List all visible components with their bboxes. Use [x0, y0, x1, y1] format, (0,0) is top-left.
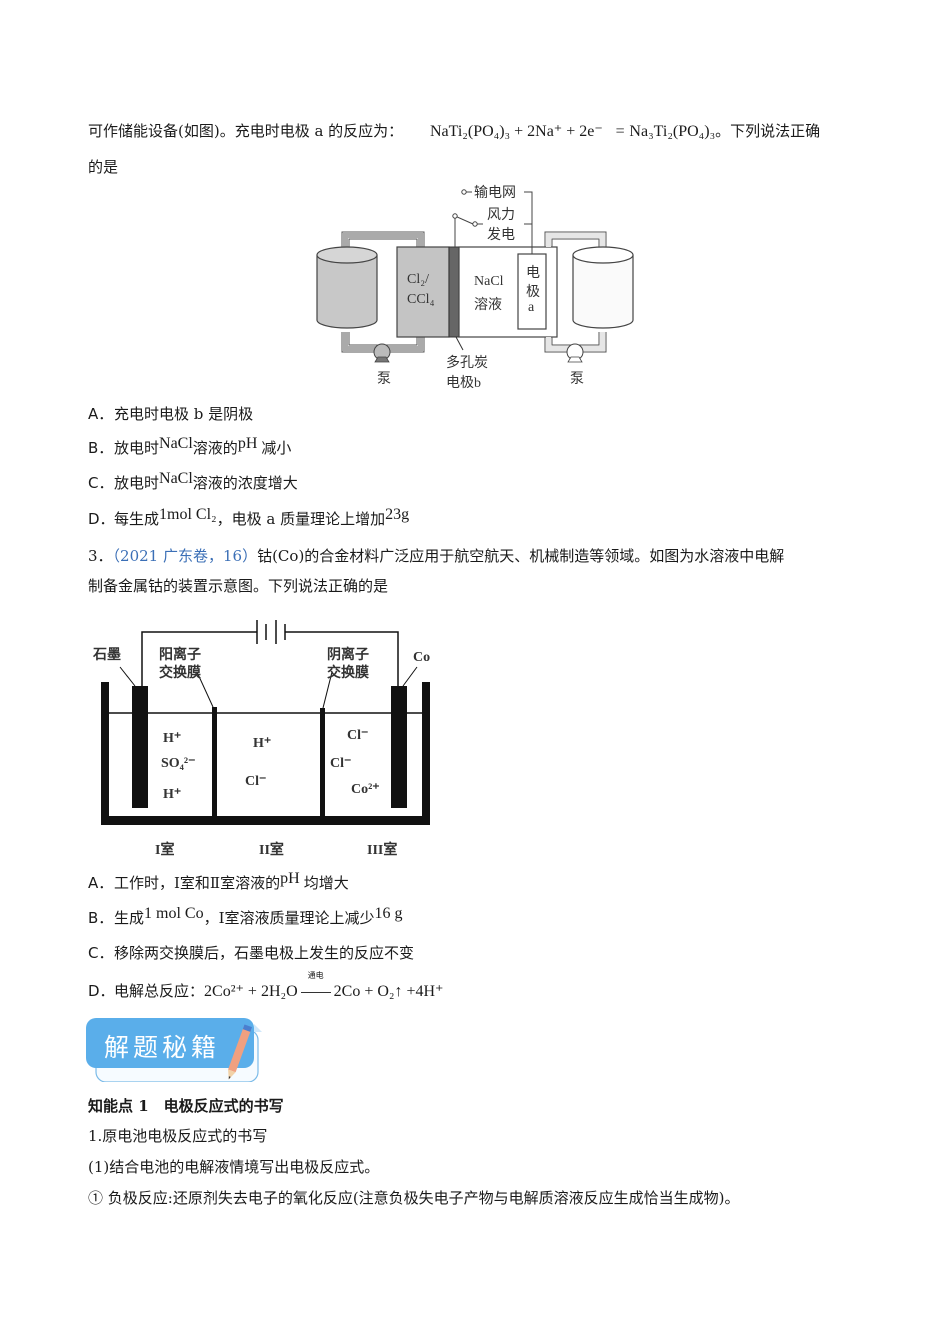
option-letter: B． — [88, 909, 114, 927]
option-text-post: 溶液的浓度增大 — [192, 474, 298, 492]
electrode-b-label-2: 电极b — [446, 376, 481, 391]
equation-condition: 通电 — [307, 971, 324, 980]
option-chem: NaCl — [159, 470, 193, 487]
option-text-mid: ，电极 a 质量理论上增加 — [216, 510, 386, 528]
option-letter: D． — [88, 510, 115, 528]
pump-left-label: 泵 — [377, 372, 391, 387]
room3-ion: Cl⁻ — [347, 728, 369, 743]
option-chem: pH — [280, 870, 300, 887]
q2-intro-tail: 。下列说法正确 — [715, 122, 821, 140]
equation-bar — [300, 991, 331, 993]
option-chem-2: 23g — [385, 506, 410, 523]
cation-membrane-label-1: 阳离子 — [159, 648, 201, 663]
option-chem: 1mol Cl₂ — [159, 506, 217, 523]
option-chem: NaCl — [159, 435, 193, 452]
option-text-pre: 生成 — [114, 909, 145, 927]
q3-text-line1: 钴(Co)的合金材料广泛应用于航空航天、机械制造等领域。如图为水溶液中电解 — [257, 547, 785, 565]
q2-reaction-rhs: Na₃Ti₂(PO₄)₃ — [629, 123, 716, 140]
flow-battery-diagram — [316, 189, 634, 363]
banner-title: 解题秘籍 — [104, 1033, 221, 1062]
option-letter: C． — [88, 474, 114, 492]
nacl-label: NaCl — [474, 274, 504, 289]
option-chem-2: 16 g — [374, 905, 403, 922]
option-text-post: 均增大 — [303, 874, 349, 892]
option-text-mid: 溶液的 — [192, 439, 238, 457]
q2-intro-line2: 的是 — [88, 158, 119, 176]
solution-label: 溶液 — [474, 298, 502, 313]
q2-reaction-lhs: NaTi₂(PO₄)₃ + 2Na⁺ + 2e⁻ — [429, 123, 603, 140]
option-text-pre: 电解总反应： — [114, 982, 205, 1000]
pump-right-label: 泵 — [570, 372, 584, 387]
room2-label: II室 — [259, 843, 284, 858]
question-number: 3． — [88, 547, 113, 565]
option-text-post: 减小 — [261, 439, 292, 457]
room3-ion: Cl⁻ — [330, 756, 352, 771]
equation-arrow: 通电 — [300, 972, 332, 1002]
option-text-mid: ，Ⅰ室溶液质量理论上减少 — [203, 909, 375, 927]
knowledge-heading: 知能点 1 电极反应式的书写 — [88, 1097, 284, 1115]
anion-membrane-label-1: 阴离子 — [327, 648, 369, 663]
option-text-pre: 放电时 — [114, 439, 160, 457]
room3-ion: Co²⁺ — [351, 782, 380, 797]
wind-label-1: 风力 — [487, 208, 515, 223]
cation-membrane-label-2: 交换膜 — [159, 666, 201, 681]
electrolysis-figure: 石墨 阳离子 交换膜 阴离子 交换膜 Co H⁺ SO₄²⁻ H⁺ H⁺ Cl⁻… — [85, 610, 445, 865]
equation-rhs: 2Co + O₂↑ +4H⁺ — [333, 983, 444, 1000]
option-letter: C． — [88, 944, 114, 962]
room2-ion: H⁺ — [253, 736, 272, 751]
flow-battery-figure: 输电网 风力 发电 Cl₂/ CCl₄ NaCl 溶液 电 极 a 泵 泵 多孔… — [300, 180, 650, 395]
room2-ion: Cl⁻ — [245, 774, 267, 789]
question-source: （2021 广东卷，16） — [112, 547, 258, 565]
electrode-a-label-3: a — [528, 300, 535, 315]
q2-option-d[interactable]: D．每生成1mol Cl₂，电极 a 质量理论上增加23g — [88, 506, 410, 531]
knowledge-item-3: ① 负极反应:还原剂失去电子的氧化反应(注意负极失电子产物与电解质溶液反应生成恰… — [88, 1189, 740, 1207]
q3-option-b[interactable]: B．生成1 mol Co，Ⅰ室溶液质量理论上减少16 g — [88, 905, 403, 930]
q2-intro-line: 可作储能设备(如图)。充电时电极 a 的反应为： NaTi₂(PO₄)₃ + 2… — [88, 120, 820, 143]
knowledge-item-2: (1)结合电池的电解液情境写出电极反应式。 — [88, 1158, 380, 1176]
option-text-pre: 放电时 — [114, 474, 160, 492]
option-letter: A． — [88, 405, 114, 423]
q2-option-a[interactable]: A．充电时电极 b 是阴极 — [88, 403, 253, 425]
option-letter: A． — [88, 874, 114, 892]
electrode-b-label-1: 多孔炭 — [446, 356, 488, 371]
cobalt-label: Co — [413, 650, 431, 665]
electrode-a-label-1: 电 — [526, 266, 540, 281]
graphite-label: 石墨 — [93, 648, 121, 663]
option-letter: D． — [88, 982, 115, 1000]
option-text-pre: 每生成 — [114, 510, 160, 528]
room1-ion: SO₄²⁻ — [161, 756, 196, 771]
option-letter: B． — [88, 439, 114, 457]
q3-stem-line2: 制备金属钴的装置示意图。下列说法正确的是 — [88, 577, 389, 595]
q2-intro-text: 可作储能设备(如图)。充电时电极 a 的反应为： — [88, 122, 404, 140]
option-text-pre: 工作时，Ⅰ室和Ⅱ室溶液的 — [114, 874, 281, 892]
room3-label: III室 — [367, 843, 398, 858]
solution-tips-banner: 解题秘籍 — [86, 1018, 262, 1083]
option-text: 充电时电极 b 是阴极 — [114, 405, 254, 423]
knowledge-item-1: 1.原电池电极反应式的书写 — [88, 1127, 268, 1145]
anion-membrane-label-2: 交换膜 — [327, 666, 369, 681]
q2-option-c[interactable]: C．放电时NaCl溶液的浓度增大 — [88, 470, 298, 495]
room1-label: I室 — [155, 843, 175, 858]
q3-stem-line1: 3．（2021 广东卷，16）钴(Co)的合金材料广泛应用于航空航天、机械制造等… — [88, 545, 784, 567]
q2-reaction-eq: = — [615, 123, 625, 140]
room1-ion: H⁺ — [163, 787, 182, 802]
left-cell-label-1: Cl₂/ — [407, 272, 429, 287]
left-cell-label-2: CCl₄ — [407, 292, 435, 307]
grid-label: 输电网 — [474, 186, 516, 201]
banner-graphic — [86, 1018, 262, 1083]
room1-ion: H⁺ — [163, 731, 182, 746]
q3-option-c[interactable]: C．移除两交换膜后，石墨电极上发生的反应不变 — [88, 942, 414, 964]
wind-label-2: 发电 — [487, 228, 515, 243]
equation-lhs: 2Co²⁺ + 2H₂O — [204, 983, 298, 1000]
electrolysis-diagram — [101, 620, 430, 825]
option-text: 移除两交换膜后，石墨电极上发生的反应不变 — [114, 944, 415, 962]
option-chem-2: pH — [237, 435, 258, 452]
q3-option-d[interactable]: D．电解总反应：2Co²⁺ + 2H₂O 通电 2Co + O₂↑ +4H⁺ — [88, 972, 444, 1003]
electrode-a-label-2: 极 — [526, 285, 540, 300]
option-chem: 1 mol Co — [144, 905, 204, 922]
